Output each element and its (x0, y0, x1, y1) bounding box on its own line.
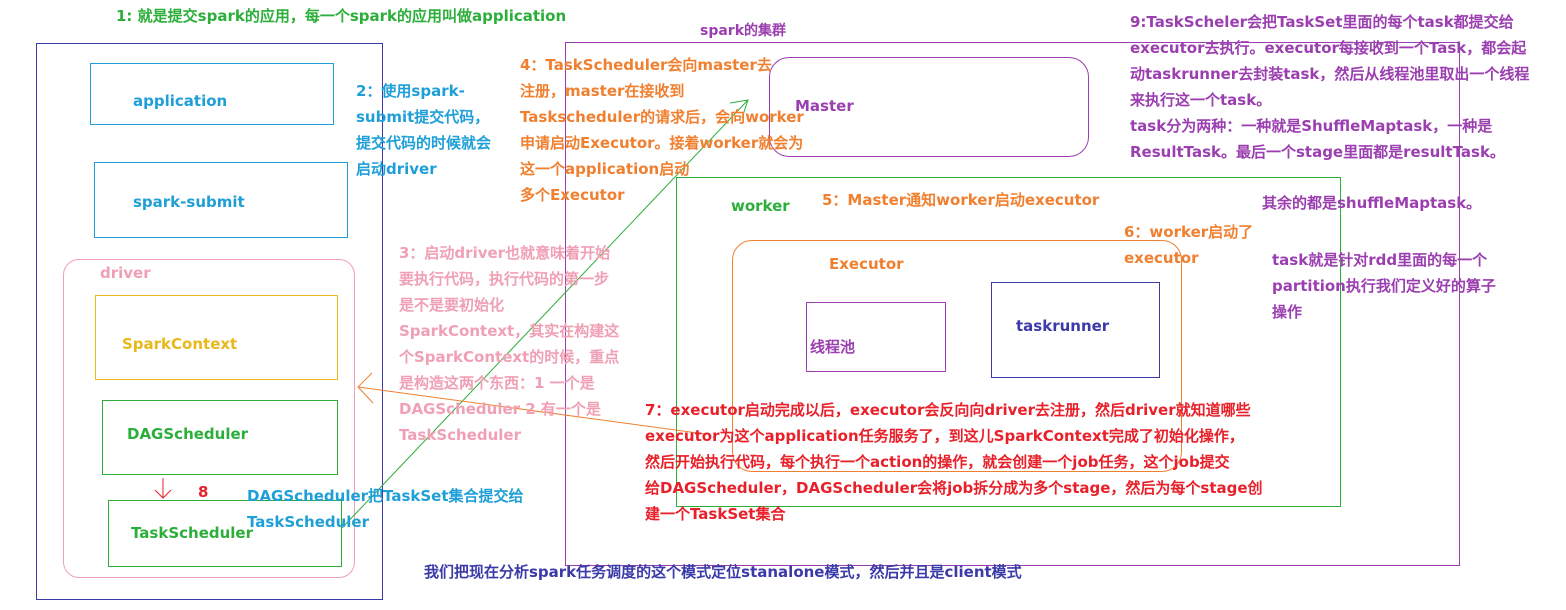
note-1: 1: 就是提交spark的应用，每一个spark的应用叫做application (116, 7, 567, 25)
driver-box (63, 259, 355, 578)
dag-scheduler-box (102, 400, 338, 475)
arrow-executor-to-driver (357, 386, 706, 435)
driver-label: driver (100, 264, 151, 282)
note-5: 5：Master通知worker启动executor (822, 191, 1100, 209)
worker-label: worker (731, 197, 790, 215)
spark-submit-box (94, 162, 348, 238)
note-7: 7：executor启动完成以后，executor会反向向driver去注册，然… (645, 401, 1263, 523)
spark-context-box (95, 295, 338, 380)
note-2: 2：使用spark-submit提交代码， 提交代码的时候就会启动driver (356, 82, 492, 178)
note-8-number: 8 (198, 483, 209, 501)
task-scheduler-label: TaskScheduler (131, 524, 253, 542)
taskrunner-label: taskrunner (1016, 317, 1110, 335)
arrow-taskscheduler-to-master (341, 99, 749, 529)
bottom-note: 我们把现在分析spark任务调度的这个模式定位stanalone模式，然后并且是… (424, 563, 1022, 581)
worker-box (676, 177, 1341, 507)
client-container (36, 43, 383, 600)
executor-box (732, 240, 1182, 472)
spark-submit-label: spark-submit (133, 193, 245, 211)
spark-context-label: SparkContext (122, 335, 238, 353)
master-label: Master (795, 97, 854, 115)
note-9-rest: 其余的都是shuffleMaptask。 (1262, 194, 1482, 212)
taskrunner-box (991, 282, 1160, 378)
executor-label: Executor (829, 255, 904, 273)
application-label: application (133, 92, 228, 110)
master-box (769, 57, 1089, 157)
spark-cluster-box (565, 42, 1460, 566)
thread-pool-box (806, 302, 946, 372)
note-4: 4：TaskScheduler会向master去注册，master在接收到 Ta… (520, 56, 804, 204)
task-scheduler-box (108, 500, 342, 567)
dag-scheduler-label: DAGScheduler (127, 425, 249, 443)
application-box (90, 63, 334, 125)
thread-pool-label: 线程池 (810, 338, 856, 356)
spark-cluster-label: spark的集群 (700, 23, 787, 39)
